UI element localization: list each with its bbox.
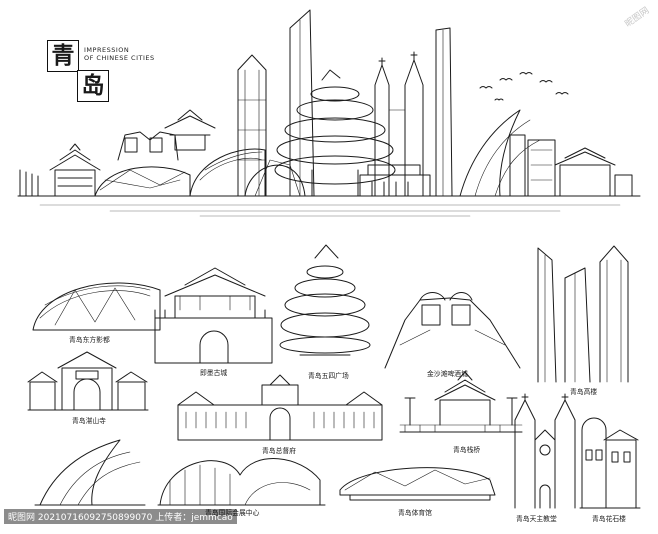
label-oriental-film-city: 青岛东方影都 — [69, 336, 110, 344]
label-zhan-bridge: 青岛栈桥 — [453, 446, 481, 454]
may-fourth-square-drawing — [279, 244, 371, 356]
label-exhibition-center: 青岛国际会展中心 — [205, 509, 260, 517]
sail-sculpture-drawing — [34, 439, 146, 506]
high-rises-drawing — [537, 245, 629, 383]
label-governors-mansion: 青岛总督府 — [262, 447, 296, 455]
zhan-bridge-drawing — [399, 371, 523, 433]
subtitle-line-2: OF CHINESE CITIES — [84, 54, 155, 62]
label-jimo-ancient-city: 即墨古城 — [200, 369, 228, 377]
label-huashi-building: 青岛花石楼 — [592, 515, 626, 523]
jimo-ancient-city-drawing — [154, 267, 273, 364]
label-high-rises: 青岛高楼 — [570, 388, 598, 396]
stadium-drawing — [339, 467, 496, 501]
label-catholic-church: 青岛天主教堂 — [516, 515, 557, 523]
label-beer-city: 金沙滩啤酒城 — [427, 370, 468, 378]
watermark-banner: 昵图网 20210716092750899070 上传者：jemmcao — [4, 509, 237, 524]
governors-mansion-drawing — [177, 374, 383, 441]
skyline-panorama — [17, 9, 641, 217]
label-stadium: 青岛体育馆 — [398, 509, 432, 517]
zhanshan-temple-drawing — [27, 351, 149, 411]
title-char-qing: 青 — [47, 40, 79, 72]
title-char-dao: 岛 — [77, 70, 109, 102]
huashi-building-drawing — [579, 417, 641, 509]
beer-city-drawing — [384, 292, 521, 369]
catholic-church-drawing — [514, 393, 576, 509]
oriental-film-city-drawing — [32, 282, 161, 331]
exhibition-center-drawing — [157, 458, 326, 506]
label-zhanshan-temple: 青岛湛山寺 — [72, 417, 106, 425]
label-may-fourth-square: 青岛五四广场 — [308, 372, 349, 380]
subtitle-line-1: IMPRESSION — [84, 46, 130, 54]
